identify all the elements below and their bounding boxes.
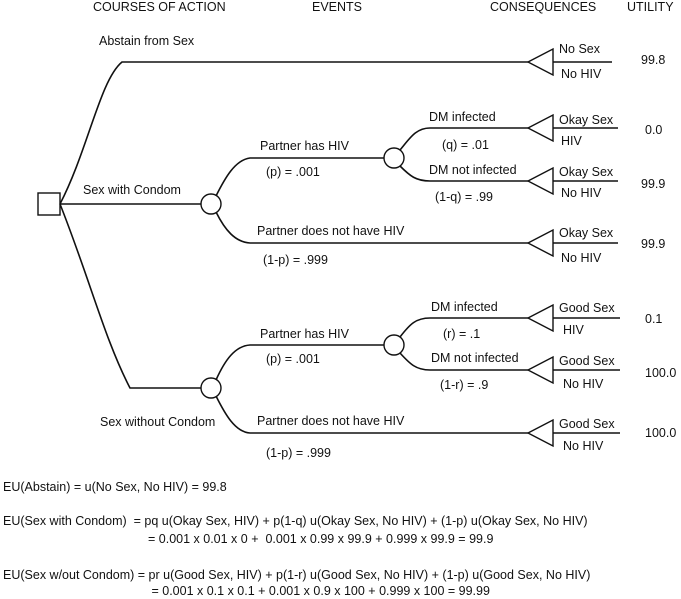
equation-condom: EU(Sex with Condom) = pq u(Okay Sex, HIV… bbox=[3, 514, 588, 528]
outcome-top: No Sex bbox=[559, 42, 601, 56]
label-nocondom-partner-no-hiv-prob: (1-p) = .999 bbox=[266, 446, 331, 460]
equation-condom-values: = 0.001 x 0.01 x 0 + 0.001 x 0.99 x 99.9… bbox=[148, 532, 494, 546]
branch-nocondom-dm-not-infected bbox=[399, 352, 528, 371]
outcome-top: Good Sex bbox=[559, 417, 615, 431]
outcome-bottom: No HIV bbox=[561, 251, 602, 265]
utility-value: 99.9 bbox=[641, 237, 665, 251]
outcome-bottom: No HIV bbox=[563, 439, 604, 453]
label-condom: Sex with Condom bbox=[83, 183, 181, 197]
label-nocondom: Sex without Condom bbox=[100, 415, 215, 429]
label-condom-dm-not-infected: DM not infected bbox=[429, 163, 517, 177]
label-condom-partner-hiv: Partner has HIV bbox=[260, 139, 350, 153]
label-abstain: Abstain from Sex bbox=[99, 34, 195, 48]
utility-value: 99.9 bbox=[641, 177, 665, 191]
chance-node-nocondom-hiv bbox=[383, 334, 405, 356]
outcome-top: Good Sex bbox=[559, 354, 615, 368]
outcome-bottom: HIV bbox=[561, 134, 583, 148]
branch-condom-hiv bbox=[215, 157, 384, 197]
chance-node-condom bbox=[200, 193, 222, 215]
outcome-top: Okay Sex bbox=[559, 226, 614, 240]
outcome-top: Okay Sex bbox=[559, 165, 614, 179]
label-condom-dm-infected: DM infected bbox=[429, 110, 496, 124]
terminal-node bbox=[526, 166, 554, 196]
branch-nocondom bbox=[59, 203, 201, 389]
label-condom-dm-infected-prob: (q) = .01 bbox=[442, 138, 489, 152]
branch-nocondom-dm-infected bbox=[399, 317, 528, 338]
terminal-node bbox=[526, 113, 554, 143]
utility-value: 0.0 bbox=[645, 123, 662, 137]
branch-condom-nohiv bbox=[215, 211, 528, 244]
terminal-node bbox=[526, 303, 554, 333]
utility-value: 0.1 bbox=[645, 312, 662, 326]
branch-condom-dm-not-infected bbox=[399, 165, 528, 182]
label-nocondom-partner-hiv: Partner has HIV bbox=[260, 327, 350, 341]
equation-nocondom-values: = 0.001 x 0.1 x 0.1 + 0.001 x 0.9 x 100 … bbox=[148, 584, 490, 598]
header-utility: UTILITY bbox=[627, 0, 674, 14]
chance-node-condom-hiv bbox=[383, 147, 405, 169]
label-nocondom-dm-infected: DM infected bbox=[431, 300, 498, 314]
label-nocondom-dm-not-infected: DM not infected bbox=[431, 351, 519, 365]
utility-value: 100.0 bbox=[645, 366, 676, 380]
utility-value: 100.0 bbox=[645, 426, 676, 440]
header-courses-of-action: COURSES OF ACTION bbox=[93, 0, 226, 14]
header-consequences: CONSEQUENCES bbox=[490, 0, 596, 14]
label-condom-partner-hiv-prob: (p) = .001 bbox=[266, 165, 320, 179]
outcome-top: Okay Sex bbox=[559, 113, 614, 127]
equation-abstain: EU(Abstain) = u(No Sex, No HIV) = 99.8 bbox=[3, 480, 227, 494]
chance-node-nocondom bbox=[200, 377, 222, 399]
decision-tree: COURSES OF ACTION EVENTS CONSEQUENCES UT… bbox=[37, 0, 676, 460]
label-nocondom-dm-not-infected-prob: (1-r) = .9 bbox=[440, 378, 488, 392]
label-condom-partner-no-hiv-prob: (1-p) = .999 bbox=[263, 253, 328, 267]
outcome-bottom: HIV bbox=[563, 323, 585, 337]
terminal-node bbox=[526, 355, 554, 385]
label-condom-partner-no-hiv: Partner does not have HIV bbox=[257, 224, 405, 238]
outcome-bottom: No HIV bbox=[561, 67, 602, 81]
outcome-bottom: No HIV bbox=[561, 186, 602, 200]
label-nocondom-partner-hiv-prob: (p) = .001 bbox=[266, 352, 320, 366]
terminal-node bbox=[526, 418, 554, 448]
equation-nocondom: EU(Sex w/out Condom) = pr u(Good Sex, HI… bbox=[3, 568, 591, 582]
branch-nocondom-nohiv bbox=[215, 395, 528, 434]
decision-node bbox=[37, 192, 61, 216]
branch-nocondom-hiv bbox=[215, 344, 384, 381]
branch-condom-dm-infected bbox=[399, 127, 528, 151]
label-condom-dm-not-infected-prob: (1-q) = .99 bbox=[435, 190, 493, 204]
label-nocondom-partner-no-hiv: Partner does not have HIV bbox=[257, 414, 405, 428]
label-nocondom-dm-infected-prob: (r) = .1 bbox=[443, 327, 480, 341]
terminal-node bbox=[526, 47, 554, 77]
outcome-top: Good Sex bbox=[559, 301, 615, 315]
outcome-bottom: No HIV bbox=[563, 377, 604, 391]
header-events: EVENTS bbox=[312, 0, 362, 14]
branch-abstain bbox=[59, 61, 528, 205]
terminal-node bbox=[526, 228, 554, 258]
utility-value: 99.8 bbox=[641, 53, 665, 67]
